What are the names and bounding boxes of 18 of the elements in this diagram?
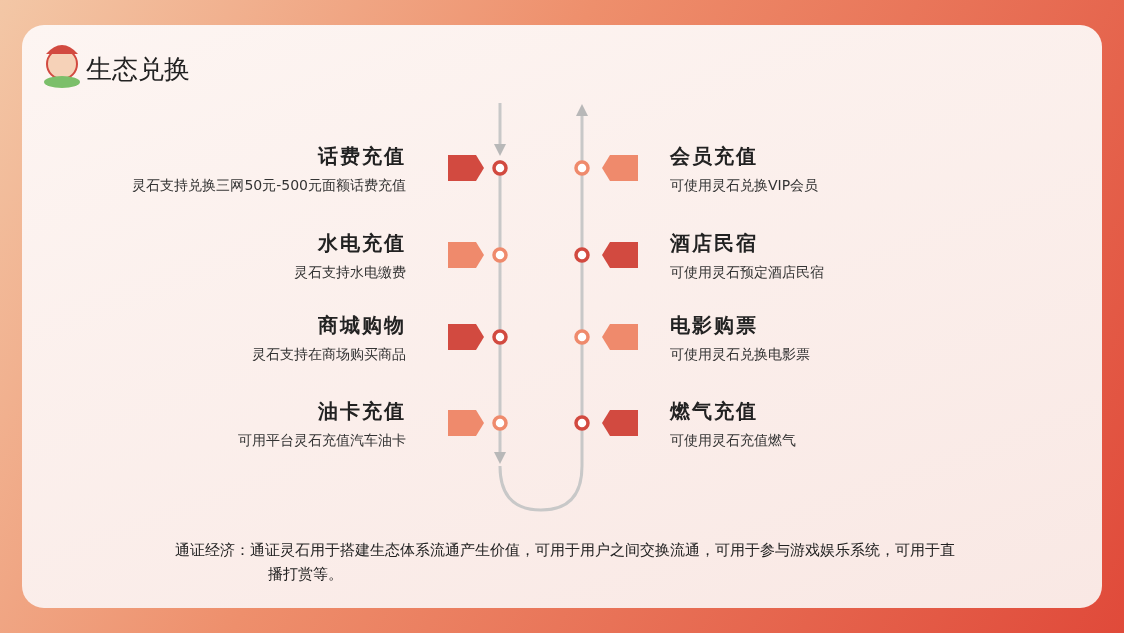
item-description: 可使用灵石预定酒店民宿: [670, 264, 824, 282]
page-title: 生态兑换: [86, 53, 190, 86]
item-heading: 电影购票: [670, 312, 758, 339]
item-description: 可使用灵石兑换电影票: [670, 346, 810, 364]
item-heading: 话费充值: [318, 143, 406, 170]
item-description: 可使用灵石充值燃气: [670, 432, 796, 450]
item-heading: 酒店民宿: [670, 230, 758, 257]
item-heading: 燃气充值: [670, 398, 758, 425]
item-heading: 油卡充值: [318, 398, 406, 425]
item-description: 灵石支持兑换三网50元-500元面额话费充值: [132, 177, 406, 195]
item-description: 可用平台灵石充值汽车油卡: [238, 432, 406, 450]
item-description: 灵石支持水电缴费: [294, 264, 406, 282]
item-heading: 会员充值: [670, 143, 758, 170]
item-heading: 商城购物: [318, 312, 406, 339]
item-heading: 水电充值: [318, 230, 406, 257]
item-description: 灵石支持在商场购买商品: [252, 346, 406, 364]
note-text: 通证经济：通证灵石用于搭建生态体系流通产生价值，可用于用户之间交换流通，可用于参与游戏娱乐系统，可用于直播打赏等。: [175, 540, 956, 585]
item-description: 可使用灵石兑换VIP会员: [670, 177, 819, 195]
